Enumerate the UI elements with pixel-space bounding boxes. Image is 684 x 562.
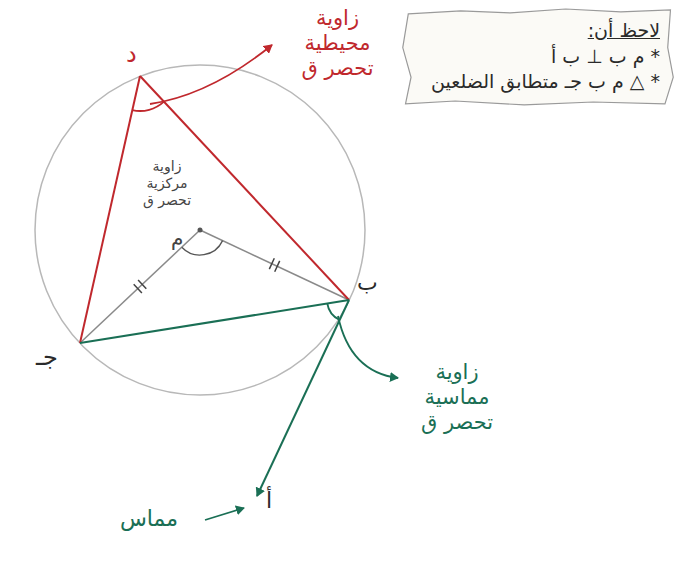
- point-label: أ: [266, 488, 272, 514]
- center-point: [198, 228, 203, 233]
- note-line: * △ م ب جـ متطابق الضلعين: [416, 69, 660, 95]
- note-box: لاحظ أن:* م ب ⊥ ب أ* △ م ب جـ متطابق الض…: [400, 8, 676, 107]
- point-label: جـ: [36, 343, 58, 372]
- leader-arrow: [338, 316, 398, 378]
- tangent-line: [257, 300, 349, 496]
- chord: [80, 76, 140, 343]
- angle-note: زاوية محيطية تحصر ق: [285, 6, 390, 82]
- leader-arrow: [150, 45, 272, 104]
- chord: [80, 300, 349, 343]
- angle-note: زاوية مركزية تحصر ق: [131, 158, 203, 208]
- tangent-label: مماس: [120, 506, 178, 532]
- point-label: م: [171, 226, 183, 250]
- note-line: * م ب ⊥ ب أ: [416, 44, 660, 70]
- point-label: ب: [357, 270, 378, 296]
- note-heading: لاحظ أن:: [416, 18, 660, 44]
- circle: [35, 65, 365, 395]
- angle-note: زاوية مماسية تحصر ق: [402, 360, 512, 436]
- tick-mark: [134, 258, 280, 293]
- point-label: د: [126, 40, 137, 69]
- leader-arrow: [205, 508, 244, 520]
- central-angle-arc: [182, 241, 223, 255]
